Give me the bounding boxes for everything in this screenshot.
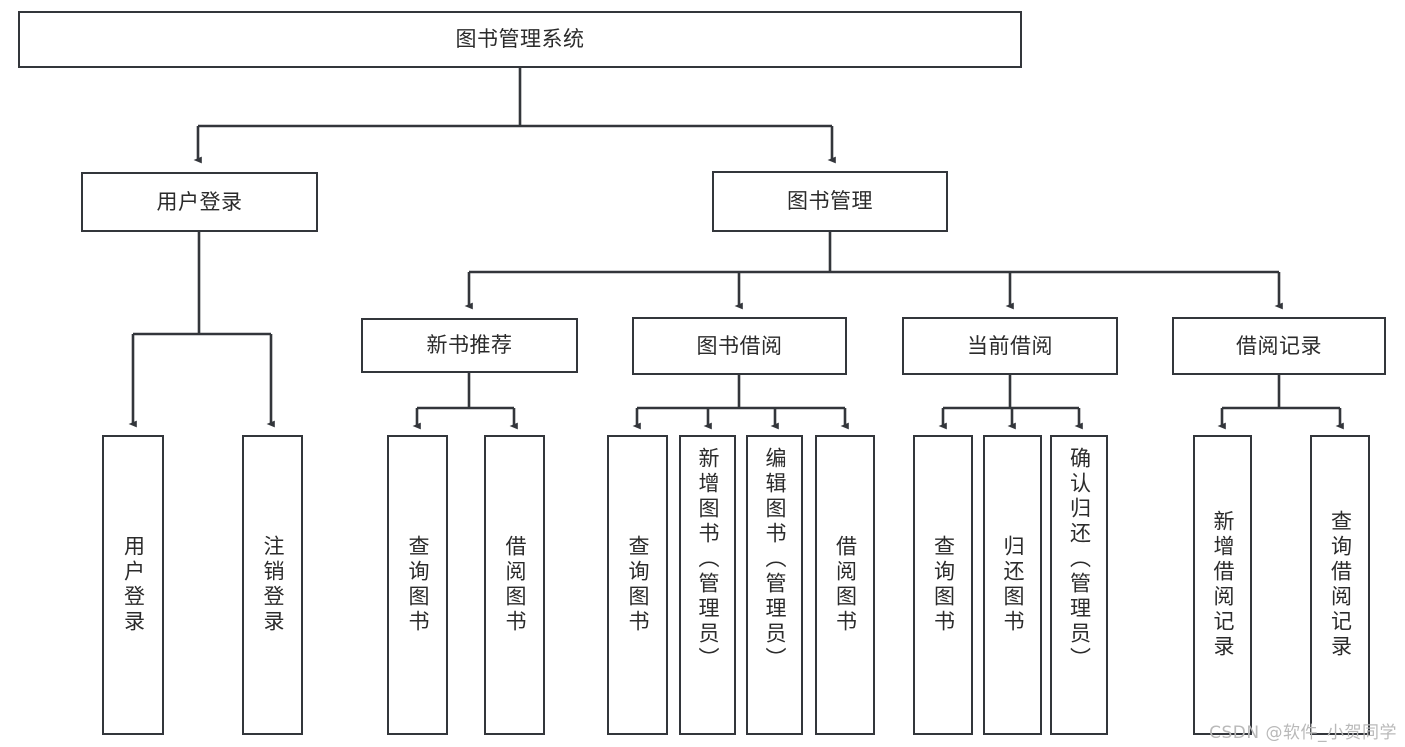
node-leaf-query-book-1-label: 查询图书 (406, 535, 430, 635)
node-book-borrow-label: 图书借阅 (696, 333, 783, 358)
node-book-borrow[interactable]: 图书借阅 (632, 317, 847, 375)
node-book-manage[interactable]: 图书管理 (712, 171, 948, 232)
node-leaf-add-book[interactable]: 新增图书（管理员） (679, 435, 736, 735)
node-leaf-return-book[interactable]: 归还图书 (983, 435, 1042, 735)
node-leaf-user-logout[interactable]: 注销登录 (242, 435, 303, 735)
node-leaf-borrow-book-2[interactable]: 借阅图书 (815, 435, 875, 735)
node-user-login-label: 用户登录 (156, 189, 243, 214)
node-leaf-user-logout-label: 注销登录 (261, 535, 285, 635)
node-current-borrow-label: 当前借阅 (967, 333, 1053, 358)
node-book-manage-label: 图书管理 (787, 189, 873, 214)
node-leaf-borrow-book-2-label: 借阅图书 (833, 535, 858, 635)
node-leaf-query-book-2[interactable]: 查询图书 (607, 435, 668, 735)
node-borrow-record[interactable]: 借阅记录 (1172, 317, 1386, 375)
node-leaf-user-login-label: 用户登录 (121, 535, 146, 635)
node-leaf-query-record[interactable]: 查询借阅记录 (1310, 435, 1370, 735)
node-leaf-edit-book-label: 编辑图书（管理员） (763, 447, 787, 672)
node-leaf-query-record-label: 查询借阅记录 (1328, 510, 1353, 660)
node-leaf-borrow-book-1[interactable]: 借阅图书 (484, 435, 545, 735)
node-current-borrow[interactable]: 当前借阅 (902, 317, 1118, 375)
node-leaf-add-record[interactable]: 新增借阅记录 (1193, 435, 1252, 735)
node-new-book-recommend[interactable]: 新书推荐 (361, 318, 578, 373)
node-leaf-add-record-label: 新增借阅记录 (1211, 510, 1235, 660)
node-leaf-edit-book[interactable]: 编辑图书（管理员） (746, 435, 803, 735)
node-user-login[interactable]: 用户登录 (81, 172, 318, 232)
node-leaf-confirm-return[interactable]: 确认归还（管理员） (1050, 435, 1108, 735)
node-root[interactable]: 图书管理系统 (18, 11, 1022, 68)
node-leaf-query-book-1[interactable]: 查询图书 (387, 435, 448, 735)
node-leaf-confirm-return-label: 确认归还（管理员） (1067, 447, 1092, 672)
node-leaf-query-book-2-label: 查询图书 (626, 535, 650, 635)
node-leaf-return-book-label: 归还图书 (1001, 535, 1025, 635)
node-leaf-add-book-label: 新增图书（管理员） (696, 447, 720, 672)
node-leaf-query-book-3[interactable]: 查询图书 (913, 435, 973, 735)
node-borrow-record-label: 借阅记录 (1236, 333, 1322, 358)
csdn-watermark: CSDN @软件_小贺同学 (1209, 723, 1397, 743)
node-leaf-query-book-3-label: 查询图书 (931, 535, 956, 635)
node-root-label: 图书管理系统 (455, 27, 585, 52)
node-leaf-user-login[interactable]: 用户登录 (102, 435, 164, 735)
node-new-book-recommend-label: 新书推荐 (426, 333, 513, 358)
node-leaf-borrow-book-1-label: 借阅图书 (503, 535, 527, 635)
